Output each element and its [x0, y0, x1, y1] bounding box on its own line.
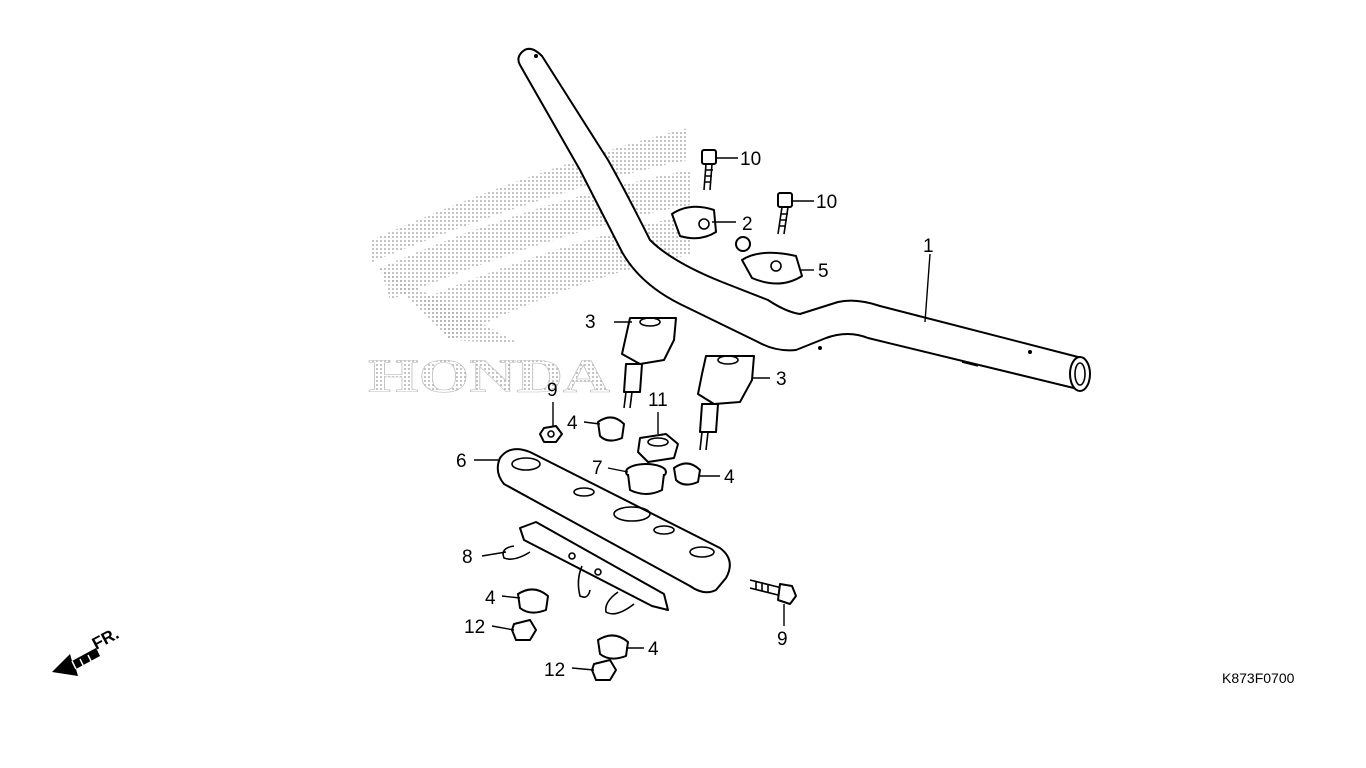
- clip-bracket: [502, 521, 669, 615]
- rubber-b: [673, 462, 701, 486]
- nut-small: [539, 425, 563, 443]
- holder-right: [697, 355, 755, 451]
- front-arrow-icon: [52, 648, 100, 676]
- handlebar-pipe: [517, 47, 1091, 392]
- callout-9-bolt: 9: [777, 629, 788, 650]
- honda-watermark-text: HONDA: [368, 350, 610, 403]
- rubber-d: [597, 634, 629, 660]
- callout-3-left: 3: [585, 312, 596, 333]
- callout-2: 2: [742, 214, 753, 235]
- callout-1: 1: [923, 236, 934, 257]
- callout-5: 5: [818, 261, 829, 282]
- bolt-flange: [749, 579, 797, 605]
- callout-3-right: 3: [776, 369, 787, 390]
- callout-10-a: 10: [740, 149, 761, 170]
- nut-large: [637, 433, 679, 463]
- callout-12-b: 12: [544, 660, 565, 681]
- callout-9-nut: 9: [547, 380, 558, 401]
- holder-left: [621, 317, 677, 409]
- callout-11: 11: [648, 390, 668, 411]
- upper-holder-b: [735, 236, 803, 285]
- callout-10-b: 10: [816, 192, 837, 213]
- leader-lines: [474, 157, 931, 671]
- callout-8: 8: [462, 547, 473, 568]
- callout-4-c: 4: [485, 588, 496, 609]
- nut-b: [591, 659, 617, 681]
- diagram-code: K873F0700: [1222, 670, 1295, 686]
- collar: [625, 463, 667, 495]
- callout-4-d: 4: [648, 639, 659, 660]
- bolt-a: [701, 149, 717, 191]
- bolt-b: [777, 192, 793, 235]
- front-direction-label: FR.: [89, 624, 122, 654]
- upper-holder-a: [671, 205, 717, 240]
- callout-4-b: 4: [724, 467, 735, 488]
- rubber-c: [517, 588, 549, 614]
- callout-4-a: 4: [567, 413, 578, 434]
- callout-6: 6: [456, 451, 467, 472]
- lower-bracket: [496, 448, 731, 594]
- callout-7: 7: [592, 458, 603, 479]
- rubber-a: [597, 416, 625, 442]
- callout-12-a: 12: [464, 617, 485, 638]
- nut-a: [511, 619, 537, 641]
